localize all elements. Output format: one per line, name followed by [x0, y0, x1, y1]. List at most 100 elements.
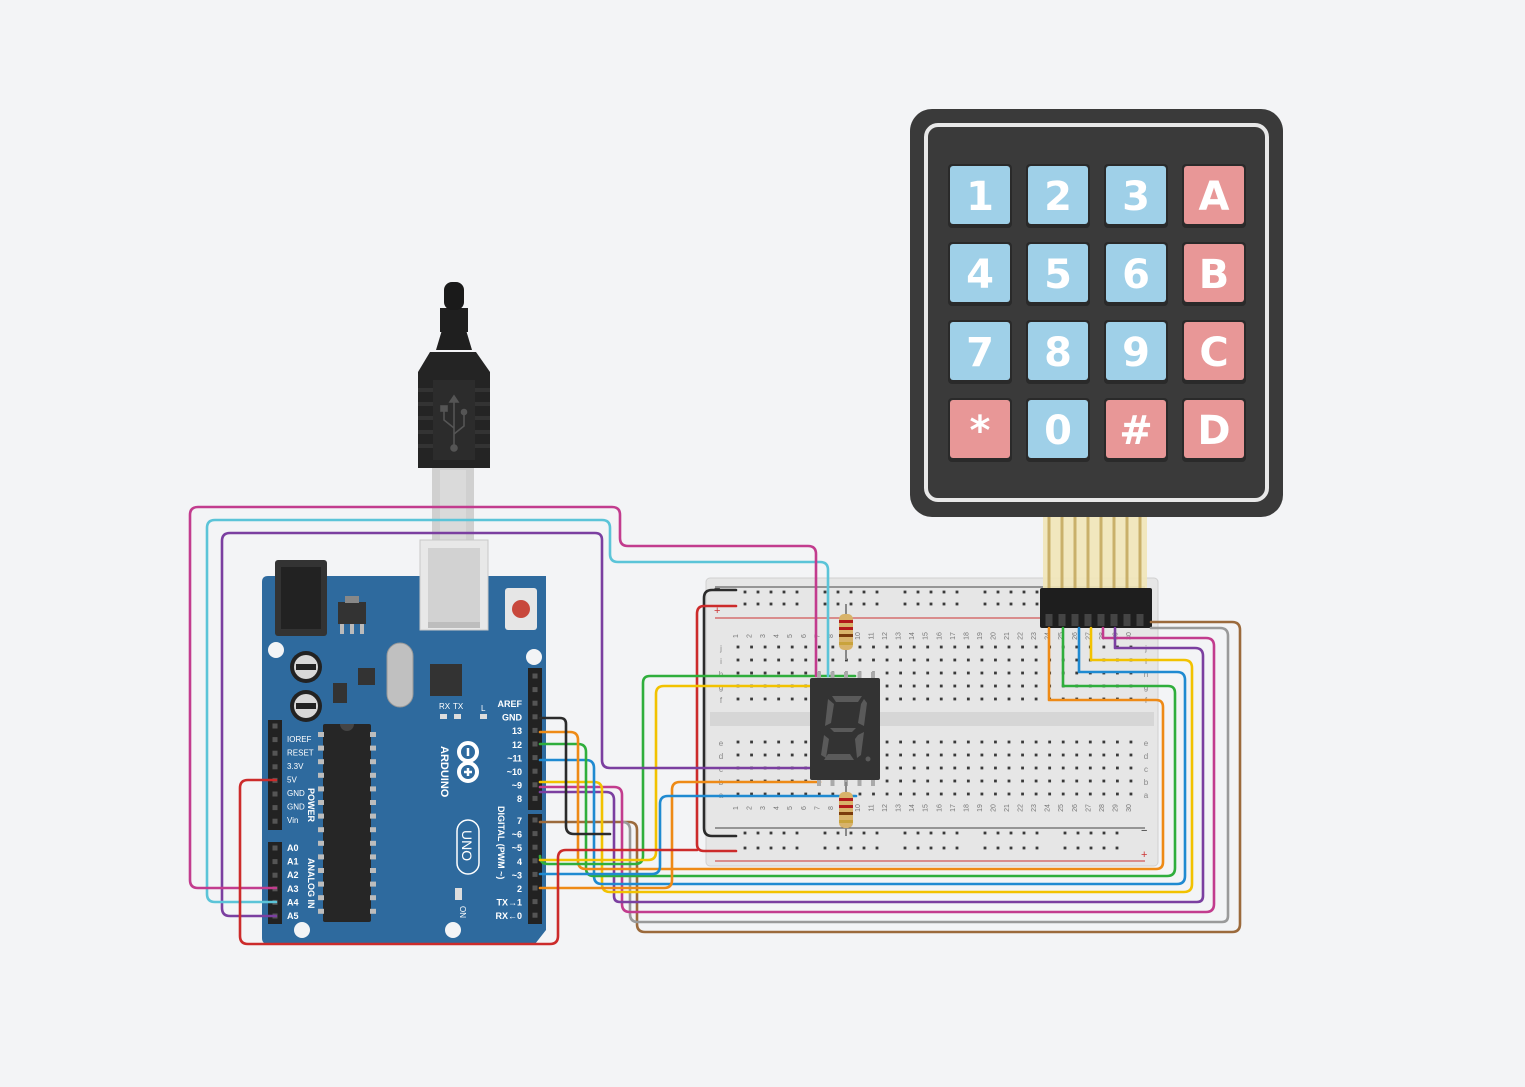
breadboard-column-number: 20	[990, 632, 997, 640]
uno-model-label: UNO	[459, 830, 475, 861]
wire-segment-cyan	[205, 518, 830, 904]
keypad-key[interactable]: 6	[1104, 242, 1168, 306]
breadboard-column-number: 7	[814, 634, 821, 638]
breadboard-column-number: 4	[774, 634, 781, 638]
analog-pin-label: A0	[287, 843, 299, 853]
keypad-key[interactable]: 0	[1026, 398, 1090, 462]
digital-pin-label: 13	[512, 726, 522, 736]
digital-header-title: DIGITAL (PWM ~)	[496, 806, 506, 879]
keypad-key[interactable]: C	[1182, 320, 1246, 384]
wire-keypad-purple	[538, 626, 1205, 904]
power-pin-label: Vin	[287, 816, 298, 825]
usb-cable	[418, 282, 490, 631]
keypad-key[interactable]: 8	[1026, 320, 1090, 384]
display-segment	[830, 728, 856, 732]
keypad-key-label: 6	[1122, 252, 1150, 298]
keypad-key[interactable]: 9	[1104, 320, 1168, 384]
keypad-key[interactable]: B	[1182, 242, 1246, 306]
keypad-key[interactable]: 2	[1026, 164, 1090, 228]
breadboard-column-number: 5	[787, 634, 794, 638]
atmega-chip	[318, 724, 376, 922]
breadboard-row-letter: i	[1145, 657, 1147, 666]
arduino-uno-board: RX TX L ON ARDUINO UNO POWER ANALOG IN D…	[262, 560, 546, 944]
keypad-key[interactable]: 7	[948, 320, 1012, 384]
breadboard-row-letter: f	[720, 696, 723, 705]
keypad-key-label: 8	[1044, 330, 1072, 376]
display-segments	[817, 672, 875, 786]
breadboard-column-number: 10	[855, 804, 862, 812]
digital-pin-label: 2	[517, 884, 522, 894]
keypad-key[interactable]: A	[1182, 164, 1246, 228]
breadboard-column-number: 17	[950, 632, 957, 640]
keypad-key[interactable]: 3	[1104, 164, 1168, 228]
wire-keypad-magenta	[538, 626, 1216, 914]
top-rail-plus-label: +	[714, 605, 720, 617]
breadboard-column-number: 12	[882, 804, 889, 812]
keypad-key-label: 5	[1044, 252, 1072, 298]
breadboard-column-number: 19	[977, 632, 984, 640]
digital-pin-label: 12	[512, 740, 522, 750]
wire-gnd-arduino	[538, 716, 612, 836]
digital-pin-label: ~11	[507, 753, 522, 763]
wire-keypad-orange	[538, 626, 1165, 871]
keypad-key-label: A	[1199, 174, 1230, 220]
breadboard-column-number: 19	[977, 804, 984, 812]
keypad-key[interactable]: 5	[1026, 242, 1090, 306]
wire-5v-arduino	[238, 778, 699, 946]
keypad-key[interactable]: *	[948, 398, 1012, 462]
arduino-brand-label: ARDUINO	[438, 746, 450, 798]
reset-button[interactable]	[505, 588, 537, 630]
breadboard-column-number: 16	[936, 632, 943, 640]
breadboard-column-number: 29	[1112, 804, 1119, 812]
wire-5v-rail	[695, 604, 738, 853]
power-pin-label: IOREF	[287, 735, 312, 744]
keypad-key[interactable]: #	[1104, 398, 1168, 462]
keypad-key-label: 4	[966, 252, 994, 298]
wire-keypad-blue	[538, 626, 1187, 886]
dc-power-jack	[275, 560, 327, 636]
keypad-ribbon-cable	[1040, 512, 1152, 628]
arduino-logo	[457, 741, 479, 783]
breadboard-column-number: 27	[1085, 804, 1092, 812]
breadboard-column-number: 21	[1004, 804, 1011, 812]
analog-pin-label: A5	[287, 911, 299, 921]
display-segment	[824, 754, 854, 760]
digital-pin-label: GND	[502, 713, 523, 723]
keypad-key-label: D	[1197, 408, 1230, 454]
rx-led-label: RX	[439, 702, 451, 711]
breadboard-row-letter: d	[719, 752, 723, 761]
on-led-label: ON	[458, 906, 467, 918]
breadboard-column-number: 2	[747, 806, 754, 810]
keypad-key[interactable]: 4	[948, 242, 1012, 306]
breadboard-column-number: 8	[828, 806, 835, 810]
keypad-key-label: 9	[1122, 330, 1150, 376]
breadboard-column-number: 7	[814, 806, 821, 810]
breadboard-column-number: 26	[1072, 632, 1079, 640]
breadboard-column-number: 6	[801, 634, 808, 638]
keypad-key-label: 0	[1044, 408, 1072, 454]
breadboard-row-letter: h	[1144, 670, 1148, 679]
breadboard-column-number: 17	[950, 804, 957, 812]
analog-pin-label: A1	[287, 857, 299, 867]
power-pin-label: GND	[287, 803, 305, 812]
breadboard-column-number: 13	[896, 804, 903, 812]
digital-pin-label: AREF	[498, 699, 523, 709]
wire-segment-magenta	[188, 505, 818, 890]
uno-badge: UNO	[456, 819, 480, 875]
breadboard-row-letter: j	[719, 644, 722, 653]
wire-segment-green	[538, 674, 857, 866]
keypad-key-label: C	[1199, 330, 1228, 376]
resistor-bottom	[839, 782, 853, 836]
digital-pin-label: 4	[517, 857, 522, 867]
keypad-key[interactable]: D	[1182, 398, 1246, 462]
wire-segment-purple	[220, 531, 818, 918]
keypad-key[interactable]: 1	[948, 164, 1012, 228]
breadboard-column-number: 1	[733, 634, 740, 638]
breadboard-column-number: 15	[923, 632, 930, 640]
digital-pin-label: 8	[517, 794, 522, 804]
bottom-rail-plus-label: +	[1141, 849, 1147, 861]
breadboard: − + − + 11223344556677889910101111121213…	[705, 577, 1159, 867]
breadboard-row-letter: c	[719, 765, 723, 774]
display-segment	[832, 696, 862, 702]
